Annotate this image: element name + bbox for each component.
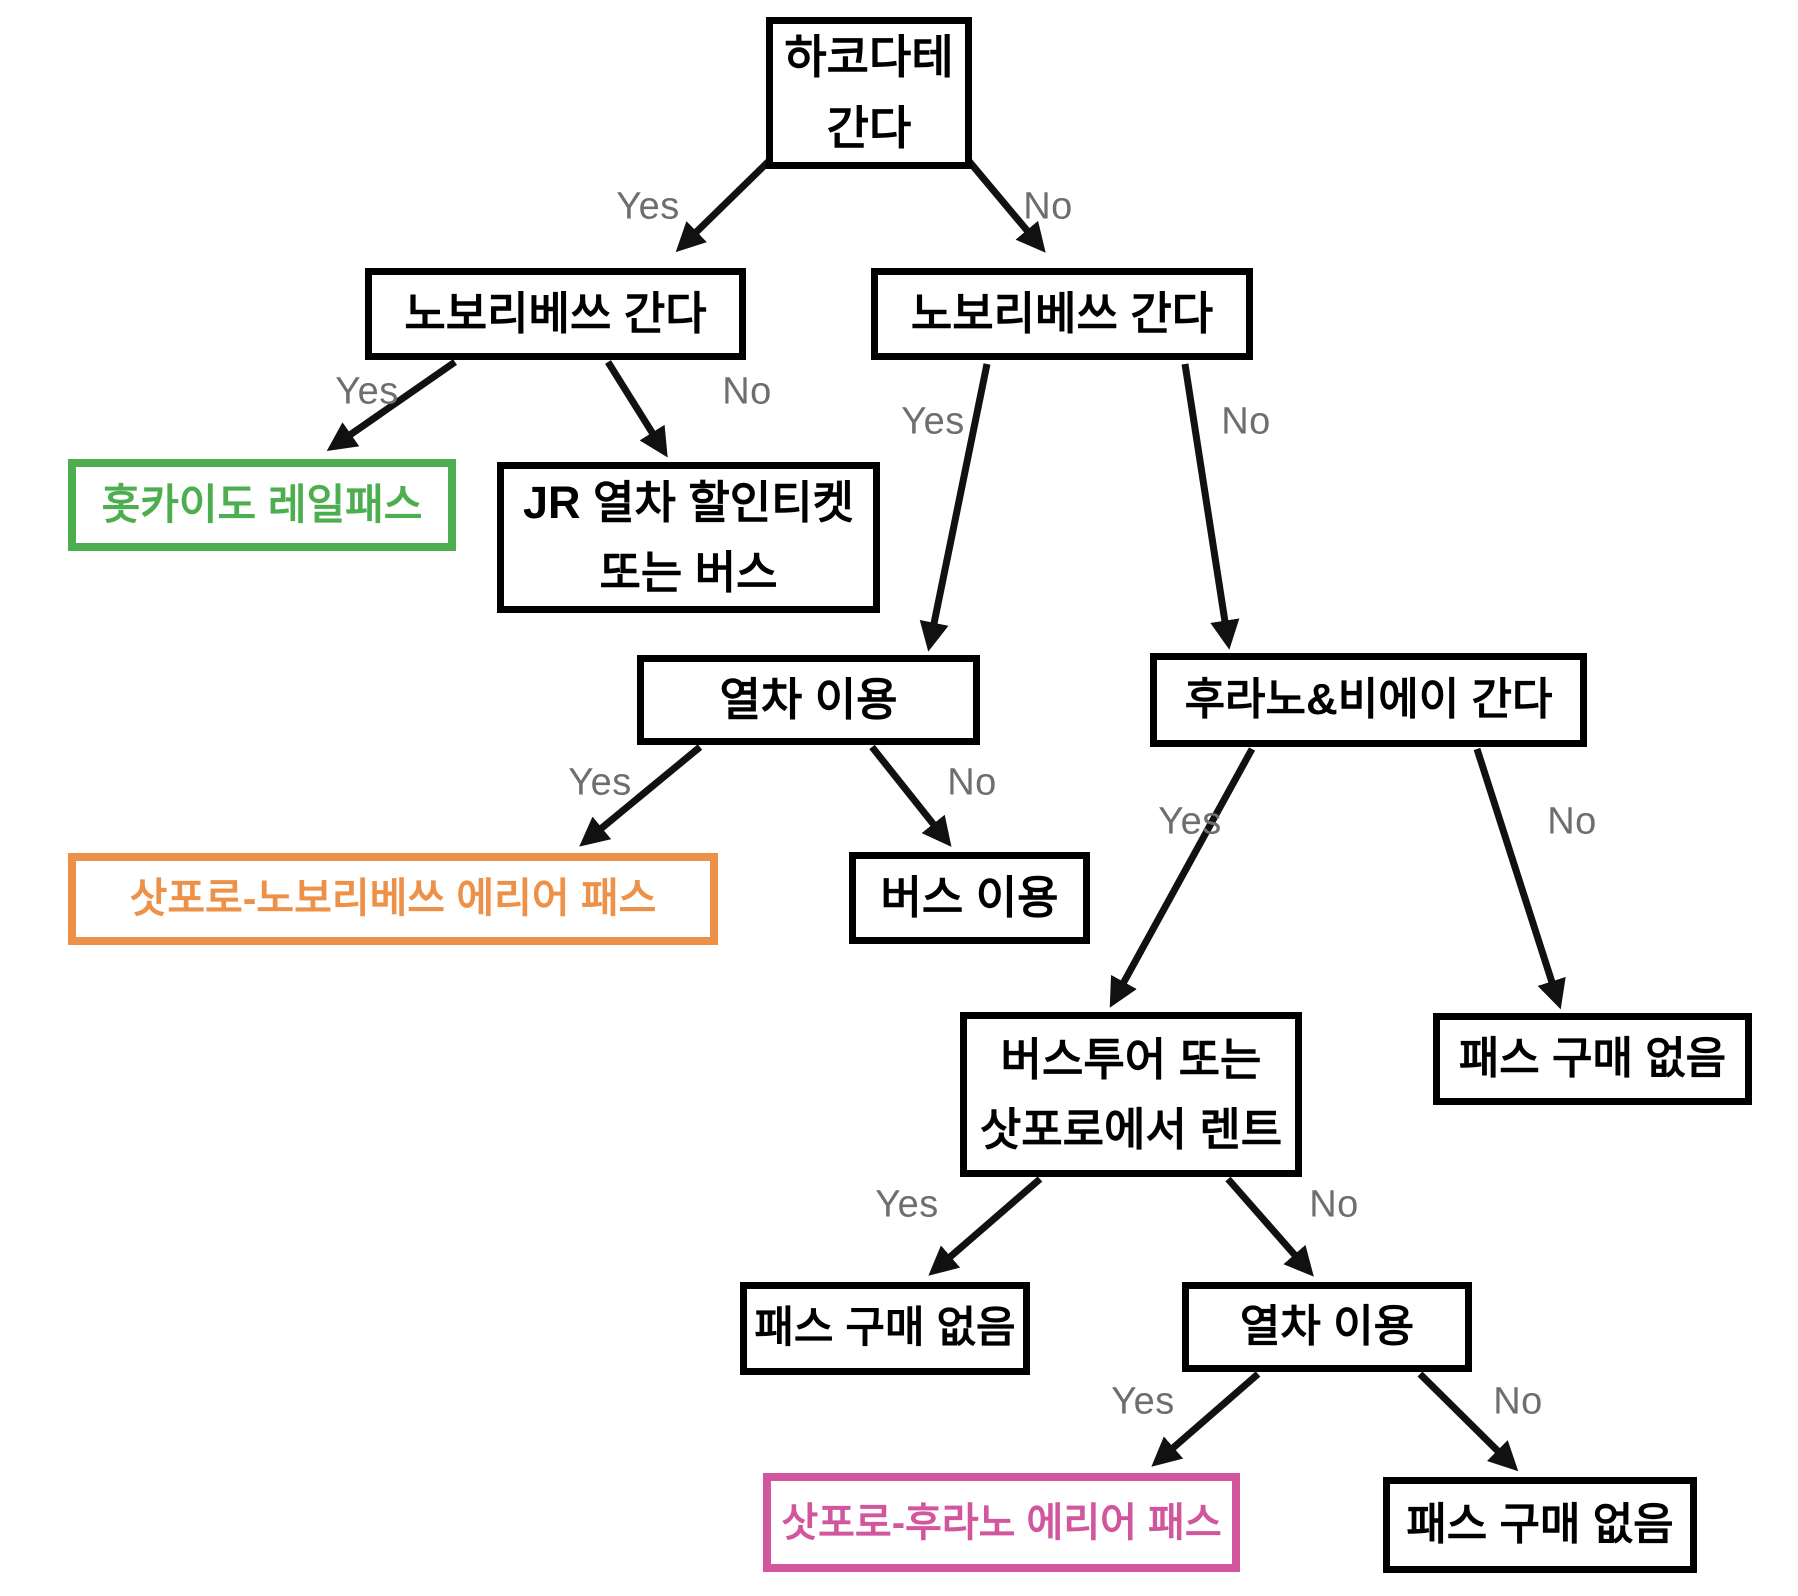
node-bus-use-text-line-0: 버스 이용 (880, 872, 1059, 924)
node-noboribetsu-left-text-line-0: 노보리베쓰 간다 (404, 288, 707, 340)
node-sapporo-noboribetsu-pass-text-line-0: 삿포로-노보리베쓰 에리어 패스 (129, 875, 657, 922)
node-noboribetsu-right: 노보리베쓰 간다 (871, 268, 1253, 360)
node-train-use-2-text-line-0: 열차 이용 (1239, 1301, 1415, 1351)
node-sapporo-noboribetsu-pass: 삿포로-노보리베쓰 에리어 패스 (68, 853, 718, 945)
node-hakodate-text-line-1: 간다 (826, 102, 912, 154)
node-no-pass-3: 패스 구매 없음 (1383, 1477, 1697, 1573)
node-bus-tour-or-rent-text-line-1: 삿포로에서 렌트 (979, 1103, 1283, 1155)
node-noboribetsu-right-text-line-0: 노보리베쓰 간다 (910, 288, 1214, 340)
node-sapporo-furano-pass: 삿포로-후라노 에리어 패스 (763, 1473, 1240, 1572)
edge-arrow-bus-tour-or-rent-to-train-use-2 (1225, 1176, 1314, 1277)
edge-arrow-train-use-1-to-bus-use (869, 744, 952, 847)
edge-label-no-hakodate: No (1023, 185, 1073, 228)
node-noboribetsu-left: 노보리베쓰 간다 (365, 268, 746, 360)
node-train-use-1: 열차 이용 (637, 655, 980, 745)
edge-label-yes-noboribetsu-left: Yes (335, 370, 399, 413)
edge-label-yes-hakodate: Yes (616, 185, 680, 228)
edge-label-yes-furano-biei: Yes (1158, 800, 1222, 843)
edge-arrow-furano-biei-to-no-pass-1 (1473, 747, 1566, 1010)
node-no-pass-1-text-line-0: 패스 구매 없음 (1458, 1033, 1727, 1083)
edge-label-yes-noboribetsu-right: Yes (901, 400, 965, 443)
edge-label-no-noboribetsu-right: No (1221, 400, 1271, 443)
node-bus-tour-or-rent-text-line-0: 버스투어 또는 (1000, 1033, 1262, 1085)
node-train-use-2: 열차 이용 (1182, 1282, 1472, 1372)
node-no-pass-2: 패스 구매 없음 (740, 1282, 1030, 1375)
node-hokkaido-rail-pass: 홋카이도 레일패스 (68, 459, 456, 551)
edge-label-yes-bus-tour-or-rent: Yes (875, 1183, 939, 1226)
edge-arrow-hakodate-to-noboribetsu-left (675, 157, 773, 253)
node-no-pass-1: 패스 구매 없음 (1433, 1013, 1752, 1105)
edge-label-no-furano-biei: No (1547, 800, 1597, 843)
edge-arrow-bus-tour-or-rent-to-no-pass-2 (928, 1176, 1043, 1276)
edge-arrow-furano-biei-to-bus-tour-or-rent (1109, 747, 1256, 1008)
node-bus-use: 버스 이용 (849, 852, 1090, 944)
node-jr-discount-ticket-text-line-1: 또는 버스 (599, 546, 778, 598)
node-no-pass-3-text-line-0: 패스 구매 없음 (1406, 1499, 1674, 1549)
node-hakodate-text-line-0: 하코다테 (784, 30, 954, 83)
edge-label-no-bus-tour-or-rent: No (1309, 1183, 1359, 1226)
node-hokkaido-rail-pass-text-line-0: 홋카이도 레일패스 (101, 481, 423, 529)
node-furano-biei: 후라노&비에이 간다 (1150, 653, 1587, 747)
edge-label-yes-train-use-2: Yes (1111, 1380, 1175, 1423)
node-jr-discount-ticket-text-line-0: JR 열차 할인티켓 (523, 476, 854, 528)
node-train-use-1-text-line-0: 열차 이용 (719, 674, 898, 726)
node-furano-biei-text-line-0: 후라노&비에이 간다 (1184, 674, 1553, 724)
node-no-pass-2-text-line-0: 패스 구매 없음 (754, 1304, 1016, 1353)
edge-label-no-train-use-2: No (1493, 1380, 1543, 1423)
node-sapporo-furano-pass-text-line-0: 삿포로-후라노 에리어 패스 (781, 1500, 1222, 1545)
edge-arrow-noboribetsu-left-to-jr-discount-ticket (605, 360, 668, 458)
edge-label-no-train-use-1: No (947, 761, 997, 804)
edge-label-yes-train-use-1: Yes (568, 761, 632, 804)
edge-label-no-noboribetsu-left: No (722, 370, 772, 413)
